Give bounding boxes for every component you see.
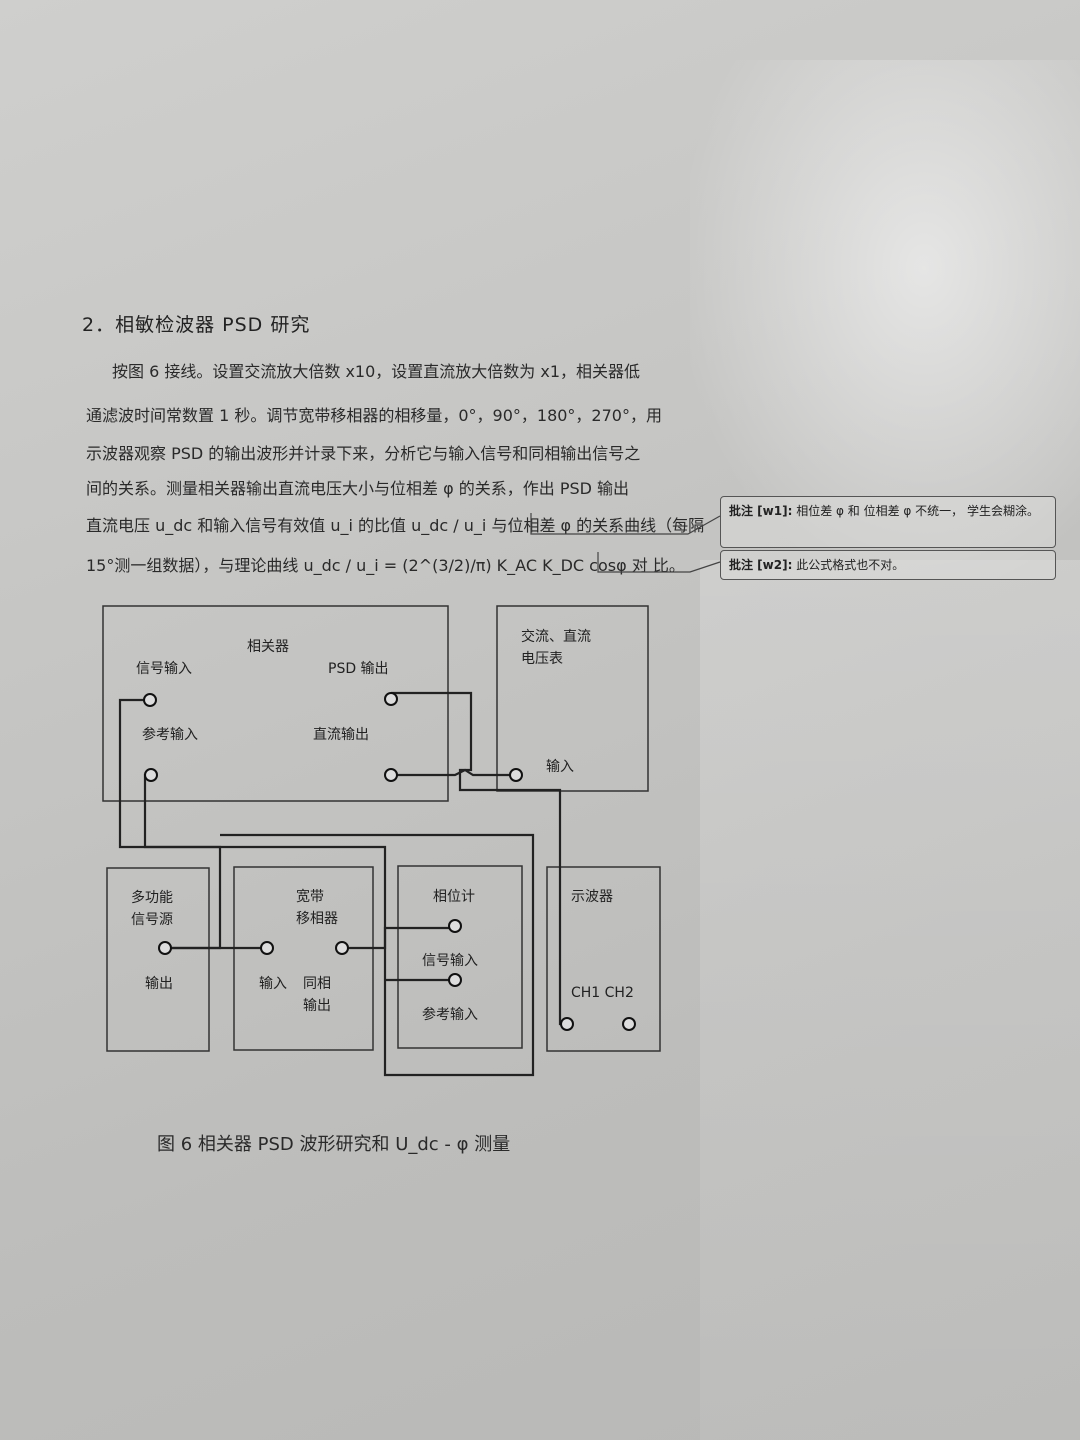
- para-line-4: 间的关系。测量相关器输出直流电压大小与位相差 φ 的关系，作出 PSD 输出: [86, 479, 630, 498]
- phasemeter-ref-label: 参考输入: [422, 1007, 478, 1023]
- comment-w1-leader: [530, 513, 721, 535]
- meter-box: [496, 605, 649, 792]
- scope-title: 示波器: [571, 889, 613, 905]
- terminal-psd-out: [384, 692, 398, 706]
- correlator-signal-label: 信号输入: [136, 661, 192, 677]
- correlator-box: [102, 605, 449, 802]
- generator-title-2: 信号源: [131, 912, 173, 928]
- terminal-phasemeter-sig: [448, 919, 462, 933]
- terminal-scope-ch2: [622, 1017, 636, 1031]
- shifter-input-label: 输入: [259, 976, 287, 992]
- meter-input-label: 输入: [546, 759, 574, 775]
- terminal-shifter-out: [335, 941, 349, 955]
- generator-title-1: 多功能: [131, 890, 173, 906]
- figure-caption: 图 6 相关器 PSD 波形研究和 U_dc - φ 测量: [157, 1134, 511, 1155]
- terminal-phasemeter-ref: [448, 973, 462, 987]
- oscilloscope-box: [546, 866, 661, 1052]
- correlator-psd-label: PSD 输出: [328, 661, 389, 677]
- terminal-gen-out: [158, 941, 172, 955]
- phase-shifter-box: [233, 866, 374, 1051]
- terminal-dc-out: [384, 768, 398, 782]
- phasemeter-title: 相位计: [433, 889, 475, 905]
- wire-to-phasemeter-sig: [220, 833, 535, 1077]
- comment-w2-text: 此公式格式也不对。: [796, 558, 905, 572]
- comment-w1-text: 相位差 φ 和 位相差 φ 不统一， 学生会糊涂。: [796, 504, 1039, 518]
- terminal-meter-in: [509, 768, 523, 782]
- shifter-title-1: 宽带: [296, 889, 324, 905]
- para-line-1: 按图 6 接线。设置交流放大倍数 x10，设置直流放大倍数为 x1，相关器低: [112, 362, 641, 381]
- correlator-title: 相关器: [247, 639, 289, 655]
- terminal-correlator-ref: [144, 768, 158, 782]
- terminal-scope-ch1: [560, 1017, 574, 1031]
- generator-output-label: 输出: [145, 976, 173, 992]
- scope-channels: CH1 CH2: [571, 985, 634, 1001]
- comment-w2-leader: [597, 552, 721, 573]
- phase-meter-box: [397, 865, 523, 1049]
- comment-w1[interactable]: 批注 [w1]: 相位差 φ 和 位相差 φ 不统一， 学生会糊涂。: [720, 496, 1056, 548]
- terminal-shifter-in: [260, 941, 274, 955]
- para-line-3: 示波器观察 PSD 的输出波形并计录下来，分析它与输入信号和同相输出信号之: [86, 444, 641, 463]
- meter-title-2: 电压表: [521, 651, 563, 667]
- shifter-inphase-1: 同相: [303, 976, 331, 992]
- terminal-correlator-signal: [143, 693, 157, 707]
- comment-w2-tag: 批注 [w2]:: [729, 558, 793, 572]
- para-line-6: 15°测一组数据），与理论曲线 u_dc / u_i = (2^(3/2)/π)…: [86, 556, 685, 575]
- correlator-dc-label: 直流输出: [313, 727, 369, 743]
- para-line-2: 通滤波时间常数置 1 秒。调节宽带移相器的相移量，0°，90°，180°，270…: [86, 406, 662, 425]
- wire-dc-to-meter: [391, 768, 516, 777]
- shifter-inphase-2: 输出: [303, 998, 331, 1014]
- generator-box: [106, 867, 210, 1052]
- wire-psd-to-scope: [391, 691, 567, 1026]
- comment-w2[interactable]: 批注 [w2]: 此公式格式也不对。: [720, 550, 1056, 580]
- shifter-title-2: 移相器: [296, 911, 338, 927]
- meter-title-1: 交流、直流: [521, 629, 591, 645]
- comment-w1-tag: 批注 [w1]:: [729, 504, 793, 518]
- phasemeter-signal-label: 信号输入: [422, 953, 478, 969]
- correlator-ref-label: 参考输入: [142, 727, 198, 743]
- para-line-5: 直流电压 u_dc 和输入信号有效值 u_i 的比值 u_dc / u_i 与位…: [86, 516, 705, 535]
- section-heading: 2．相敏检波器 PSD 研究: [82, 314, 311, 336]
